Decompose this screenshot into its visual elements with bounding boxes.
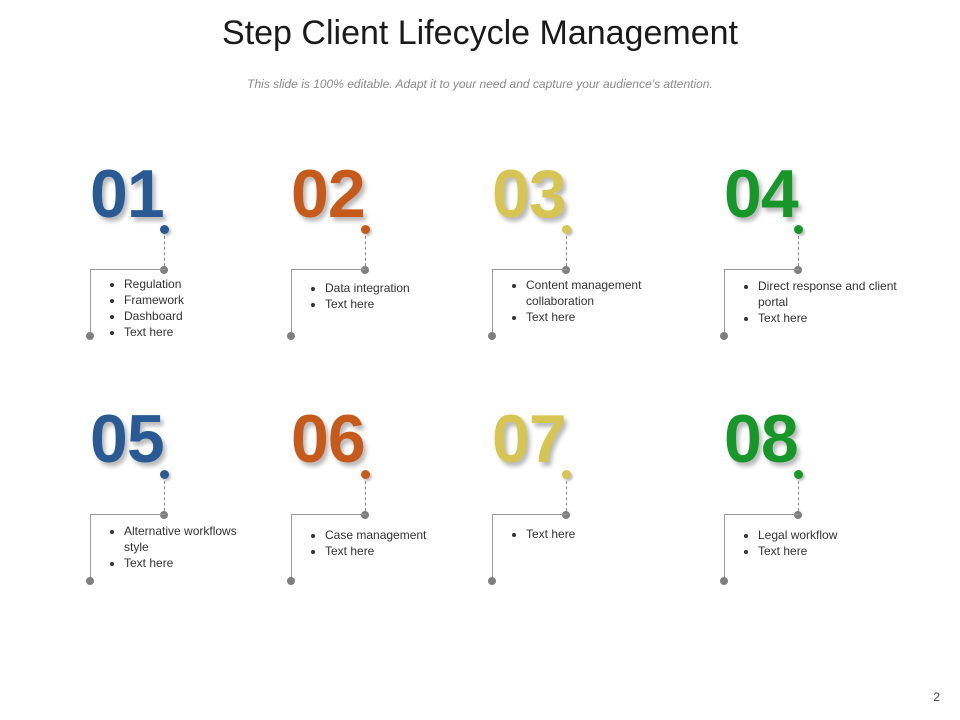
step-bracket-vertical	[492, 269, 493, 335]
bullet-item: Text here	[325, 296, 503, 312]
connector-joint-dot	[562, 266, 570, 274]
step-marker-dot	[794, 470, 803, 479]
bracket-end-dot	[86, 577, 94, 585]
bullet-item: Text here	[526, 309, 676, 325]
step-number: 01	[90, 156, 165, 232]
connector-joint-dot	[794, 266, 802, 274]
bracket-end-dot	[720, 577, 728, 585]
page-number: 2	[933, 690, 940, 704]
bullet-item: Text here	[758, 310, 908, 326]
step-marker-dot	[562, 225, 571, 234]
bracket-end-dot	[287, 577, 295, 585]
step-bracket-vertical	[724, 514, 725, 580]
step-07: 07 Text here	[488, 400, 692, 600]
step-connector	[164, 236, 165, 266]
step-connector	[365, 481, 366, 511]
step-connector	[365, 236, 366, 266]
step-connector	[164, 481, 165, 511]
step-connector	[798, 481, 799, 511]
bracket-end-dot	[720, 332, 728, 340]
step-bullet-list: Content management collaboration Text he…	[506, 277, 676, 325]
step-06: 06 Case management Text here	[287, 400, 491, 600]
step-04: 04 Direct response and client portal Tex…	[720, 155, 924, 355]
connector-joint-dot	[794, 511, 802, 519]
connector-joint-dot	[361, 266, 369, 274]
step-bracket-horizontal	[291, 269, 366, 270]
step-bracket-vertical	[90, 514, 91, 580]
bracket-end-dot	[488, 577, 496, 585]
connector-joint-dot	[160, 266, 168, 274]
bullet-item: Content management collaboration	[526, 277, 676, 309]
step-bracket-horizontal	[724, 269, 799, 270]
bullet-item: Text here	[124, 555, 244, 571]
step-marker-dot	[160, 225, 169, 234]
bullet-item: Legal workflow	[758, 527, 936, 543]
step-bracket-horizontal	[90, 269, 165, 270]
step-number: 02	[291, 156, 366, 232]
step-bracket-vertical	[291, 269, 292, 335]
step-05: 05 Alternative workflows style Text here	[86, 400, 290, 600]
step-connector	[798, 236, 799, 266]
step-marker-dot	[160, 470, 169, 479]
step-marker-dot	[794, 225, 803, 234]
bullet-item: Framework	[124, 292, 302, 308]
step-number: 08	[724, 401, 799, 477]
connector-joint-dot	[361, 511, 369, 519]
step-bracket-vertical	[90, 269, 91, 335]
step-bracket-horizontal	[492, 514, 567, 515]
bullet-item: Case management	[325, 527, 503, 543]
connector-joint-dot	[160, 511, 168, 519]
bullet-item: Text here	[325, 543, 503, 559]
step-08: 08 Legal workflow Text here	[720, 400, 924, 600]
bullet-item: Text here	[124, 324, 302, 340]
step-number: 07	[492, 401, 567, 477]
step-bullet-list: Alternative workflows style Text here	[104, 523, 244, 571]
step-connector	[566, 236, 567, 266]
bullet-item: Direct response and client portal	[758, 278, 908, 310]
step-bracket-horizontal	[90, 514, 165, 515]
step-01: 01 Regulation Framework Dashboard Text h…	[86, 155, 290, 355]
connector-joint-dot	[562, 511, 570, 519]
step-bullet-list: Case management Text here	[305, 527, 503, 559]
bullet-item: Data integration	[325, 280, 503, 296]
step-bracket-horizontal	[291, 514, 366, 515]
bullet-item: Text here	[526, 526, 704, 542]
slide-subtitle: This slide is 100% editable. Adapt it to…	[247, 77, 713, 91]
step-connector	[566, 481, 567, 511]
step-bullet-list: Data integration Text here	[305, 280, 503, 312]
step-bullet-list: Direct response and client portal Text h…	[738, 278, 908, 326]
bullet-item: Alternative workflows style	[124, 523, 244, 555]
step-number: 04	[724, 156, 799, 232]
step-bullet-list: Text here	[506, 526, 704, 542]
step-bracket-vertical	[291, 514, 292, 580]
bullet-item: Regulation	[124, 276, 302, 292]
step-bullet-list: Regulation Framework Dashboard Text here	[104, 276, 302, 340]
slide-title: Step Client Lifecycle Management	[222, 14, 738, 52]
bracket-end-dot	[488, 332, 496, 340]
step-bracket-vertical	[492, 514, 493, 580]
step-number: 06	[291, 401, 366, 477]
bracket-end-dot	[86, 332, 94, 340]
step-marker-dot	[562, 470, 571, 479]
step-marker-dot	[361, 470, 370, 479]
step-marker-dot	[361, 225, 370, 234]
step-bracket-horizontal	[492, 269, 567, 270]
bullet-item: Dashboard	[124, 308, 302, 324]
step-02: 02 Data integration Text here	[287, 155, 491, 355]
step-bracket-vertical	[724, 269, 725, 335]
step-bullet-list: Legal workflow Text here	[738, 527, 936, 559]
step-03: 03 Content management collaboration Text…	[488, 155, 692, 355]
bullet-item: Text here	[758, 543, 936, 559]
bracket-end-dot	[287, 332, 295, 340]
step-number: 03	[492, 156, 567, 232]
step-number: 05	[90, 401, 165, 477]
step-bracket-horizontal	[724, 514, 799, 515]
